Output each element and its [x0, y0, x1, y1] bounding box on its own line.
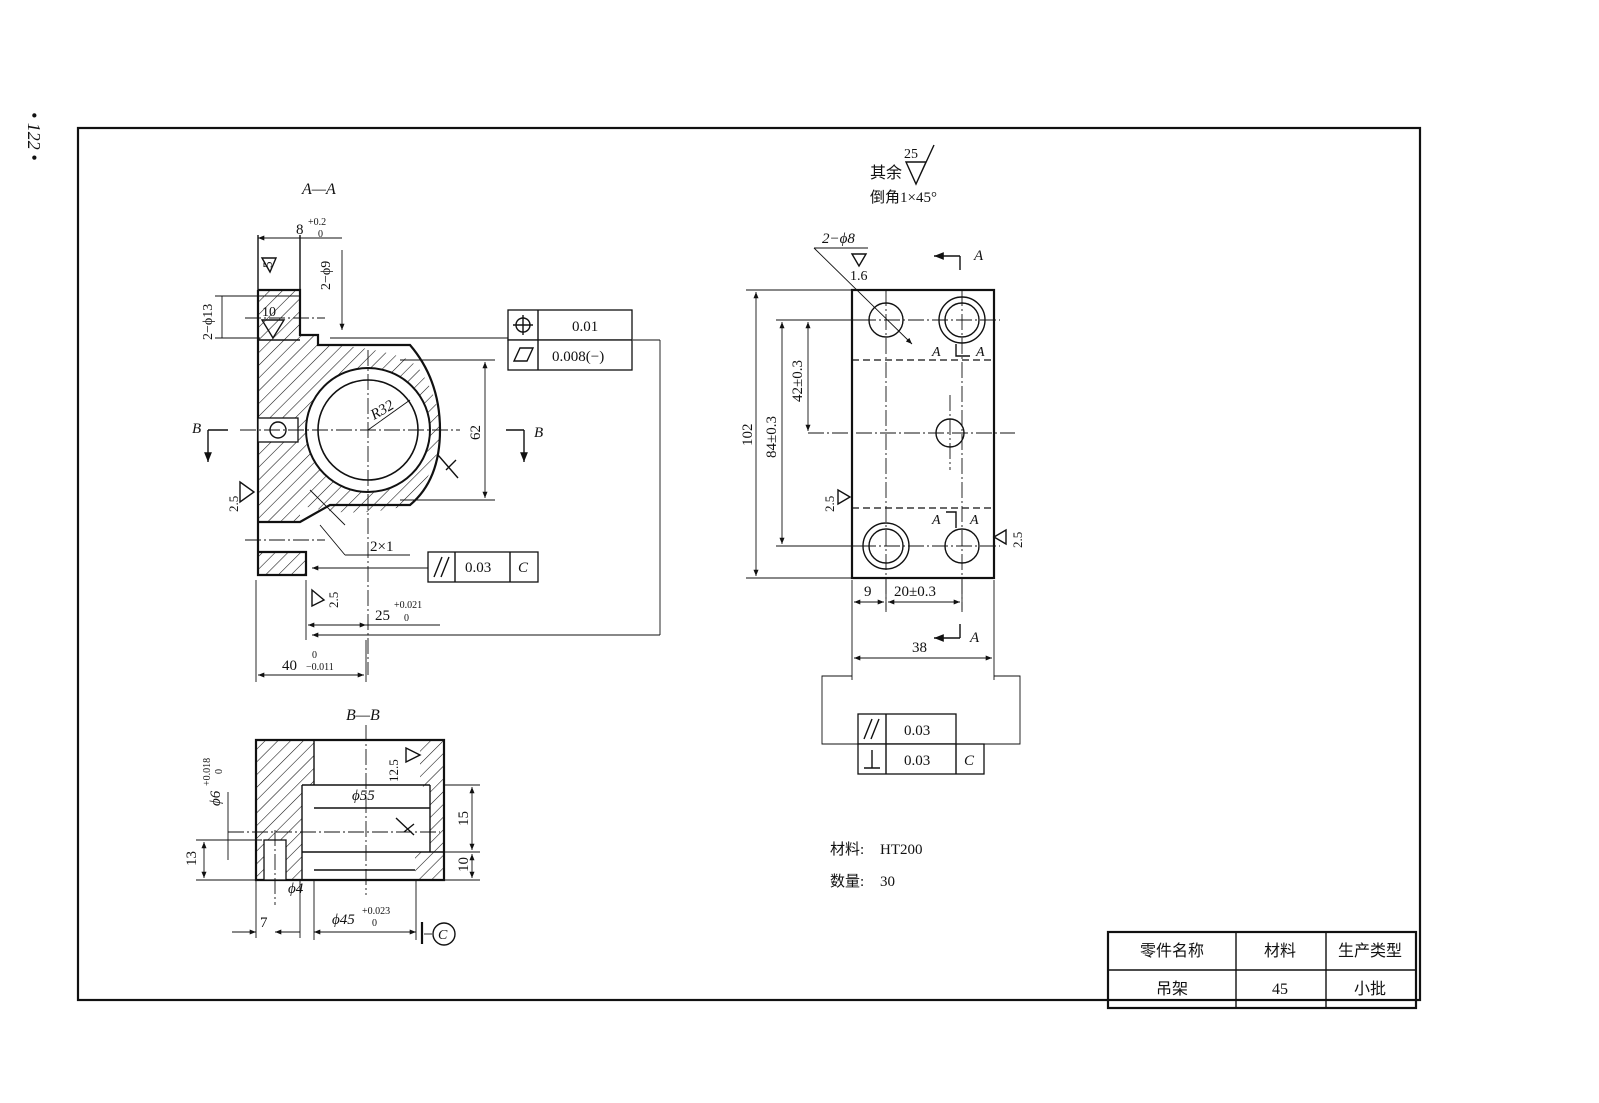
title-header-production-type: 生产类型	[1338, 942, 1402, 960]
bb-phi4: ϕ4	[288, 881, 304, 897]
frame-flatness-value: 0.008(−)	[552, 349, 604, 365]
cut-b-right: B	[534, 425, 543, 441]
cut-a-bottom: A	[969, 630, 980, 646]
title-block: 零件名称 材料 生产类型 吊架 45 小批	[1106, 930, 1418, 1010]
plan-frame-perp-value: 0.03	[904, 753, 930, 769]
plan-84: 84±0.3	[764, 416, 780, 458]
plan-frame-perp-datum: C	[964, 753, 975, 769]
drawing-frame	[76, 126, 1422, 1002]
bb-phi6: ϕ6	[208, 790, 224, 806]
aa-roughness-25-bottom: 2.5	[326, 592, 341, 608]
material-label: 材料:	[830, 841, 864, 858]
aa-slot-tol-upper: +0.2	[308, 217, 326, 228]
title-value-production-type: 小批	[1354, 980, 1386, 998]
title-header-part-name: 零件名称	[1140, 942, 1204, 960]
title-value-part-name: 吊架	[1156, 980, 1188, 998]
quantity-label: 数量:	[830, 873, 864, 890]
datum-c-circle	[432, 922, 456, 946]
plan-roughness-25-right: 2.5	[1010, 532, 1025, 548]
general-notes: 其余 25 倒角1×45°	[870, 144, 937, 206]
remaining-roughness: 25	[904, 147, 918, 162]
tolerance-frame-parallel-plan: 0.03	[857, 713, 957, 745]
section-aa-label: A—A	[301, 181, 336, 198]
bb-15: 15	[456, 811, 472, 826]
aa-width-40-lower: −0.011	[306, 662, 334, 673]
plan-roughness-25-left: 2.5	[822, 496, 837, 512]
aa-roughness-25: 2.5	[226, 496, 241, 512]
plan-roughness-16: 1.6	[850, 269, 868, 284]
cut-a-upper-left: A	[931, 345, 941, 360]
section-bb-label: B—B	[346, 707, 380, 724]
plan-frame-parallel-value: 0.03	[904, 723, 930, 739]
aa-hole-2phi13: 2−ϕ13	[201, 304, 216, 340]
bb-phi45-upper: +0.023	[362, 906, 390, 917]
aa-height-62: 62	[468, 425, 484, 440]
cut-a-upper-right: A	[975, 345, 985, 360]
cut-a-lower-right: A	[969, 513, 979, 528]
aa-dist-25: 25	[375, 608, 390, 624]
title-value-material: 45	[1272, 981, 1288, 998]
material-note: 材料: HT200 数量: 30	[830, 841, 923, 890]
plan-9: 9	[864, 584, 872, 600]
bb-10: 10	[456, 857, 472, 872]
aa-slot-tol-lower: 0	[318, 229, 323, 240]
aa-dist-25-upper: +0.021	[394, 600, 422, 611]
parallelism-icon	[863, 718, 880, 740]
remaining-prefix: 其余	[870, 163, 902, 182]
bb-roughness-125: 12.5	[386, 759, 401, 782]
plan-38: 38	[912, 640, 927, 656]
quantity-value: 30	[880, 874, 895, 890]
aa-depth-10: 10	[262, 305, 276, 320]
aa-dist-25-lower: 0	[404, 613, 409, 624]
bb-7: 7	[260, 915, 268, 931]
material-value: HT200	[880, 842, 923, 858]
plan-2phi8: 2−ϕ8	[822, 231, 855, 247]
plan-view: A A A A A A 2−ϕ8 1.6 102 84±0.3 42±0.3 2…	[740, 231, 1025, 745]
tolerance-frame-parallel-c: 0.03 C	[427, 551, 539, 583]
bb-phi55: ϕ55	[352, 788, 375, 804]
perpendicularity-icon	[864, 750, 880, 769]
frame-parallel-datum: C	[518, 560, 529, 576]
cut-b-left: B	[192, 421, 201, 437]
frame-parallel-value: 0.03	[465, 560, 491, 576]
aa-width-40: 40	[282, 658, 297, 674]
tolerance-frame-flatness: 0.008(−)	[507, 339, 633, 371]
flatness-icon	[512, 347, 535, 362]
page-number: • 122 •	[24, 112, 44, 161]
bb-phi45: ϕ45	[332, 912, 355, 928]
aa-chamfer-2x1: 2×1	[370, 539, 393, 555]
frame-position-value: 0.01	[572, 319, 598, 335]
chamfer-note: 倒角1×45°	[870, 189, 937, 206]
plan-42: 42±0.3	[790, 360, 806, 402]
aa-hole-2phi9: 2−ϕ9	[319, 261, 334, 290]
tolerance-frame-position: 0.01	[507, 309, 633, 341]
datum-c-label: C	[438, 928, 448, 943]
tolerance-frame-perpendicular-plan: 0.03 C	[857, 743, 985, 775]
section-bb-view: B—B ϕ6 +0.018 0 12.5 ϕ55 15 10	[184, 707, 480, 946]
bb-13: 13	[184, 851, 200, 866]
plan-102: 102	[740, 424, 756, 447]
aa-roughness-5: 5	[260, 262, 275, 269]
aa-width-40-upper: 0	[312, 650, 317, 661]
aa-slot-width: 8	[296, 222, 304, 238]
bb-phi6-lower: 0	[214, 769, 225, 774]
cut-a-top: A	[973, 248, 984, 264]
title-header-material: 材料	[1264, 942, 1296, 960]
cut-a-lower-left: A	[931, 513, 941, 528]
bb-phi45-lower: 0	[372, 918, 377, 929]
parallelism-icon	[433, 556, 450, 578]
plan-20: 20±0.3	[894, 584, 936, 600]
section-aa-view: A—A 8 +0.2 0 5 2−ϕ9 2−ϕ13	[192, 181, 661, 682]
bb-phi6-upper: +0.018	[202, 758, 213, 786]
